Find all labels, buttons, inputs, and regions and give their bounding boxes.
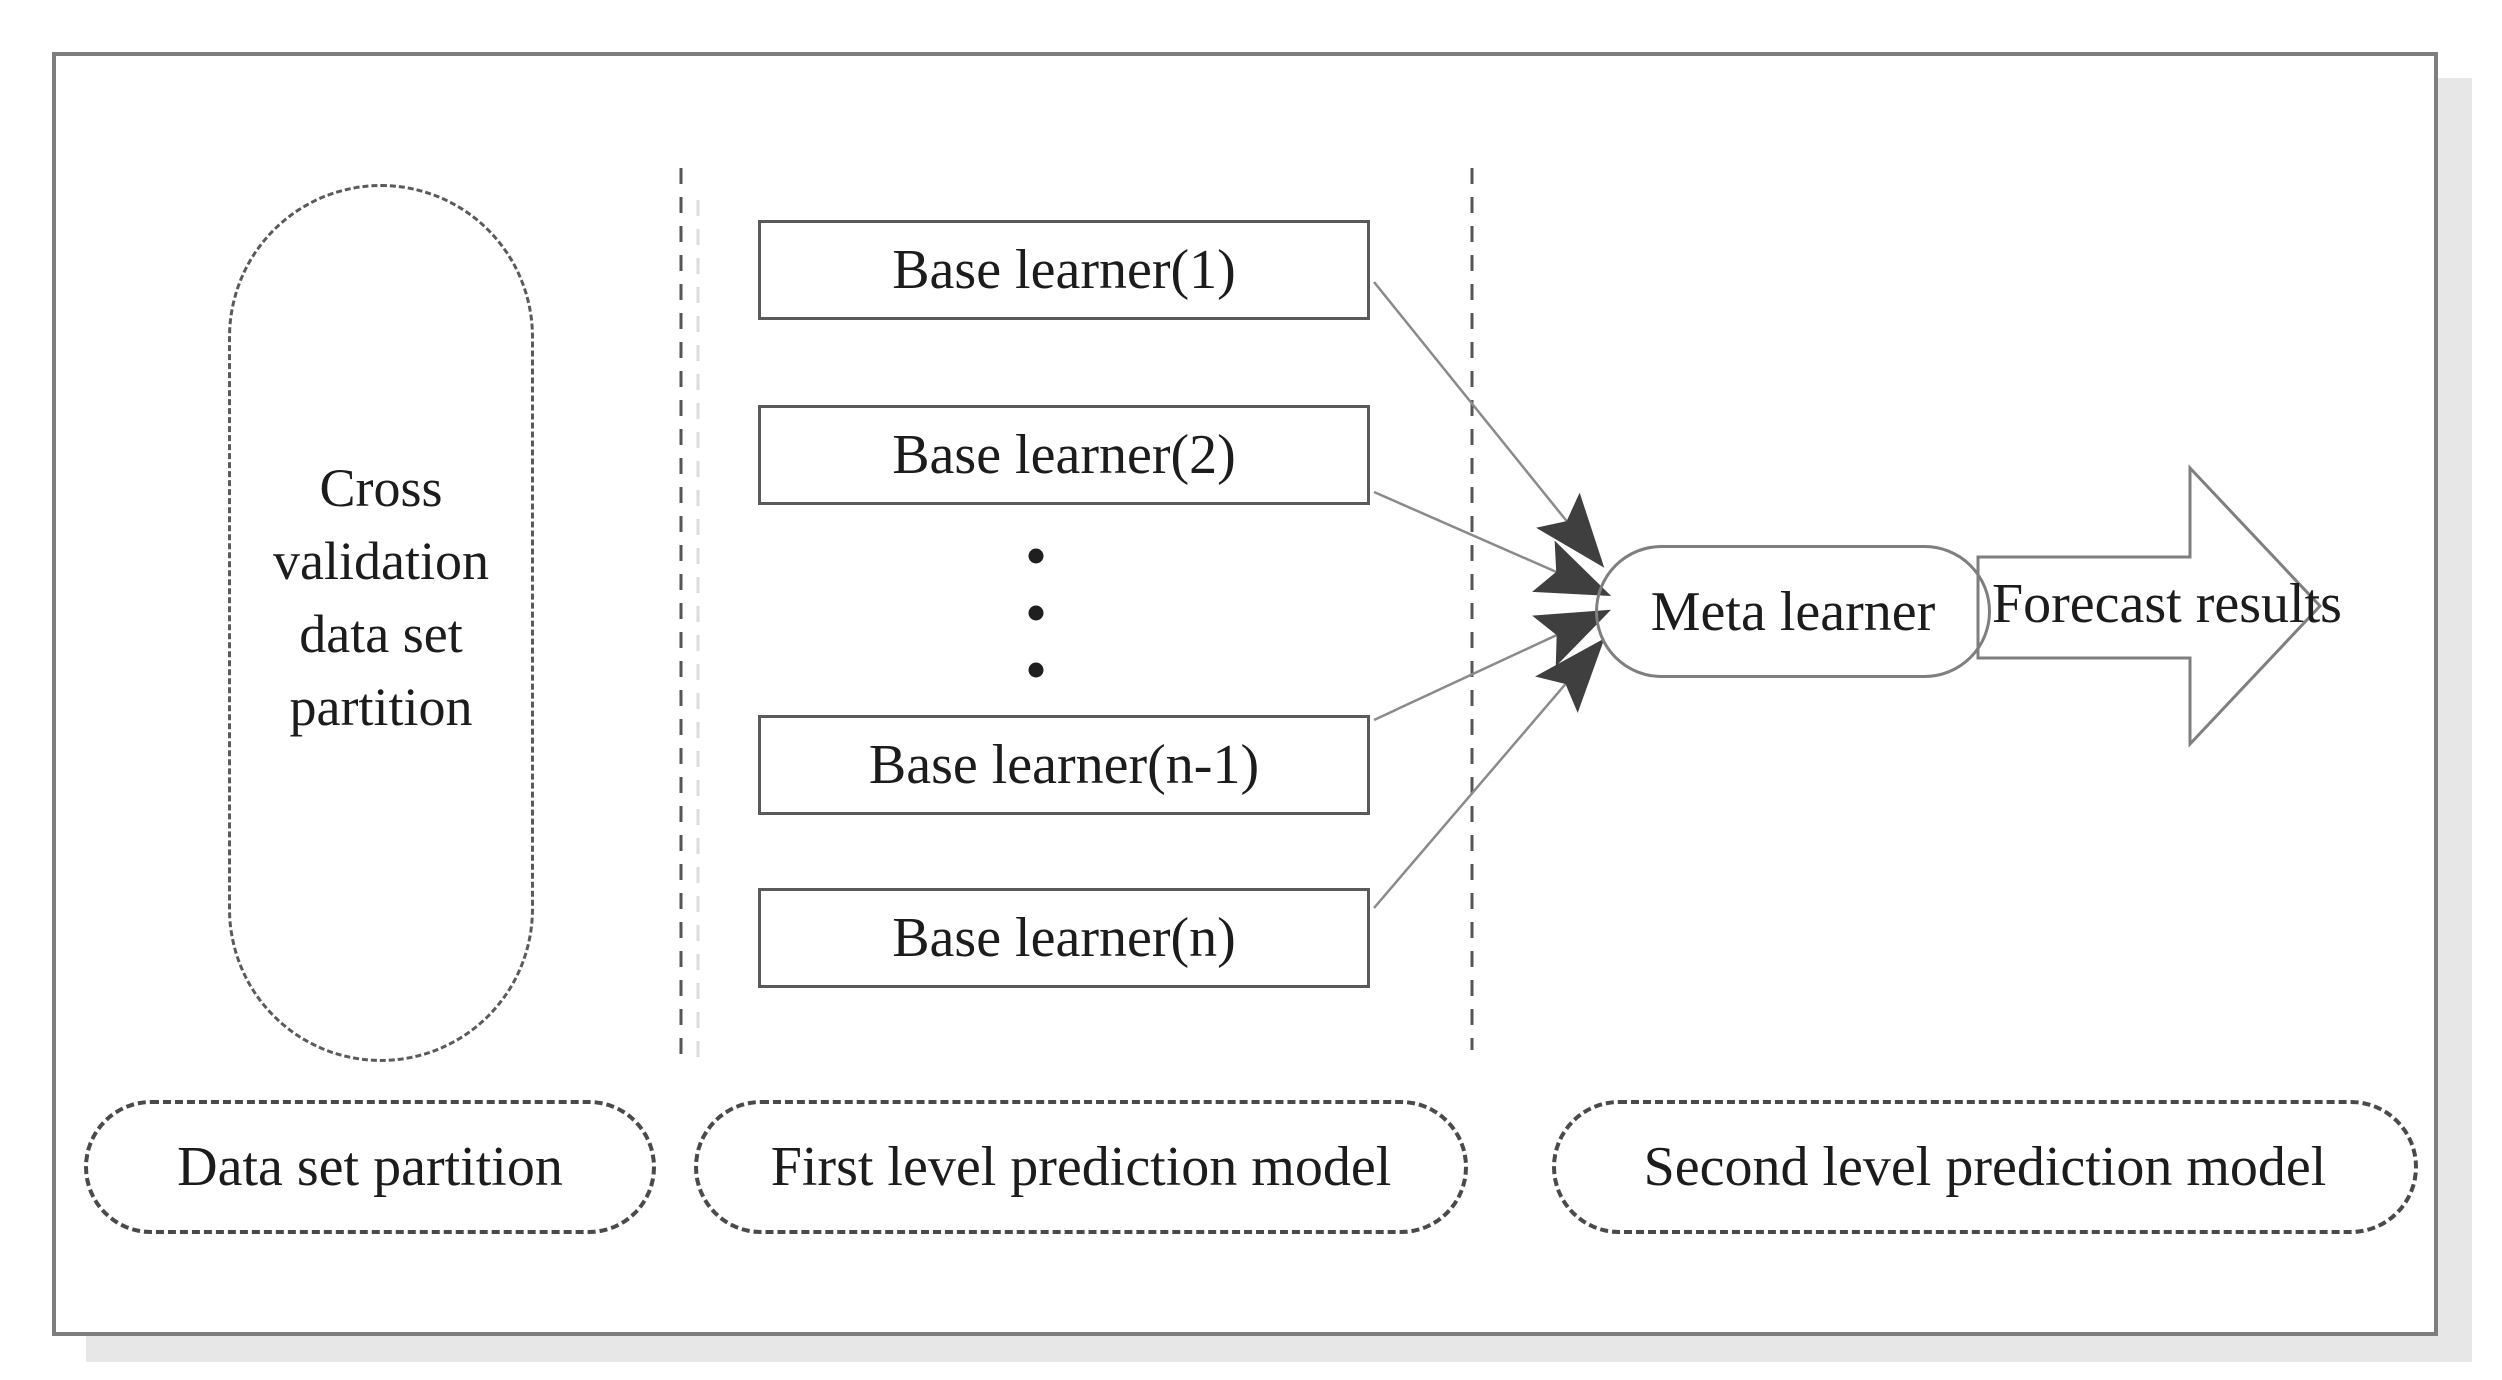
base-learner-2-box: Base learner(2) <box>758 405 1370 505</box>
base-learner-2-label: Base learner(2) <box>892 424 1236 486</box>
base-learner-1-label: Base learner(1) <box>892 239 1236 301</box>
stage-pill-first-level: First level prediction model <box>694 1100 1468 1234</box>
meta-learner-node: Meta learner <box>1595 545 1991 678</box>
cross-validation-label: Cross validation data set partition <box>273 458 489 737</box>
base-learner-n-label: Base learner(n) <box>892 907 1236 969</box>
stage-pill-data-set-partition: Data set partition <box>84 1100 656 1234</box>
stage-pill-second-level-label: Second level prediction model <box>1643 1136 2327 1198</box>
base-learner-1-box: Base learner(1) <box>758 220 1370 320</box>
stage-pill-second-level: Second level prediction model <box>1552 1100 2418 1234</box>
forecast-results-label: Forecast results <box>1992 573 2342 635</box>
base-learner-n1-box: Base learner(n-1) <box>758 715 1370 815</box>
forecast-block-arrow <box>1976 464 2323 748</box>
meta-learner-label: Meta learner <box>1650 580 1936 643</box>
connector-base1-to-meta <box>1373 281 1605 568</box>
connector-base2-to-meta <box>1373 490 1612 597</box>
vertical-ellipsis-icon <box>1028 548 1044 678</box>
base-learner-n1-label: Base learner(n-1) <box>868 734 1260 796</box>
cross-validation-stadium <box>228 184 534 1062</box>
connector-basen1-to-meta <box>1373 609 1612 722</box>
base-learner-n-box: Base learner(n) <box>758 888 1370 988</box>
stage-pill-data-set-partition-label: Data set partition <box>177 1136 563 1198</box>
connector-basen-to-meta <box>1373 638 1605 909</box>
stage-pill-first-level-label: First level prediction model <box>770 1136 1392 1198</box>
